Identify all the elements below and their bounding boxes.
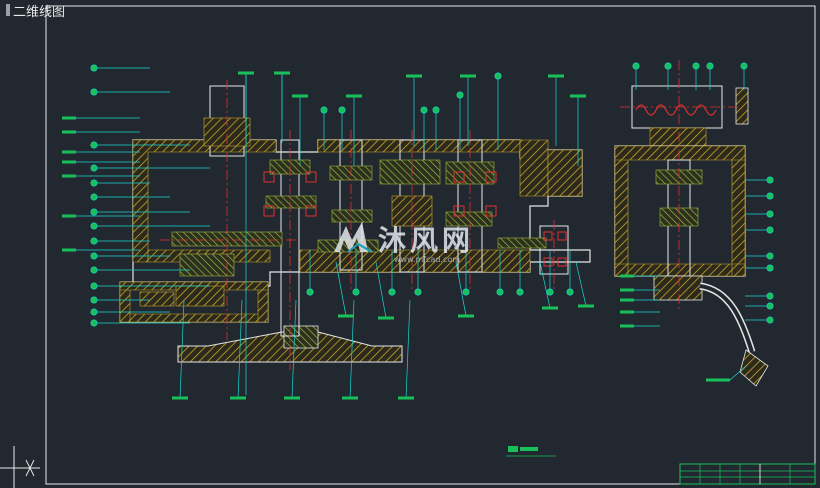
part-label-bar (378, 316, 394, 320)
part-balloon (90, 208, 98, 216)
part-balloon (90, 252, 98, 260)
part-balloon (456, 91, 464, 99)
part-balloons (62, 62, 774, 400)
leader-line (539, 261, 551, 309)
part-balloon (90, 141, 98, 149)
part-label-bar (460, 74, 476, 78)
part-label-bar (620, 288, 634, 292)
part-balloon (90, 296, 98, 304)
part-label-bar (346, 94, 362, 98)
part-balloon (664, 62, 672, 70)
part-balloon (766, 226, 774, 234)
part-balloon (766, 210, 774, 218)
part-balloon (90, 308, 98, 316)
part-balloon (414, 288, 422, 296)
part-label-bar (342, 396, 358, 400)
leader-line (729, 365, 747, 381)
leader-line (575, 261, 587, 307)
part-balloon (766, 302, 774, 310)
part-balloon (740, 62, 748, 70)
part-label-bar (62, 214, 76, 218)
part-label-bar (458, 314, 474, 318)
part-label-bar (542, 306, 558, 310)
part-balloon (496, 288, 504, 296)
part-label-bar (292, 94, 308, 98)
leader-line (179, 299, 185, 399)
part-balloon (90, 282, 98, 290)
part-balloon (462, 288, 470, 296)
part-label-bar (338, 314, 354, 318)
view-tab[interactable]: 二维线图 (0, 0, 71, 20)
part-label-bar (274, 71, 290, 75)
leader-line (455, 261, 467, 317)
part-balloon (90, 64, 98, 72)
part-label-bar (62, 160, 76, 164)
part-balloon (320, 106, 328, 114)
part-balloon (90, 222, 98, 230)
leader-line (375, 261, 387, 319)
leader-line (335, 261, 347, 317)
part-balloon (516, 288, 524, 296)
part-label-bar (62, 150, 76, 154)
part-label-bar (620, 298, 634, 302)
part-balloon (352, 288, 360, 296)
part-balloon (566, 288, 574, 296)
part-label-bar (62, 116, 76, 120)
part-label-bar (62, 248, 76, 252)
leader-line (291, 299, 297, 399)
ucs-axis-icon (0, 446, 40, 488)
part-balloon (420, 106, 428, 114)
part-balloon (90, 193, 98, 201)
part-label-bar (62, 174, 76, 178)
part-label-bar (620, 310, 634, 314)
part-balloon (766, 264, 774, 272)
part-balloon (90, 164, 98, 172)
part-balloon (766, 252, 774, 260)
part-balloon (90, 179, 98, 187)
part-label-bar (62, 130, 76, 134)
part-balloon (766, 192, 774, 200)
part-label-bar (284, 396, 300, 400)
part-balloon (306, 288, 314, 296)
watermark-url: www.mfcad.com (394, 255, 460, 264)
part-label-bar (238, 71, 254, 75)
leader-lines (76, 67, 767, 399)
part-label-bar (172, 396, 188, 400)
part-balloon (90, 237, 98, 245)
leader-line (405, 299, 411, 399)
part-balloon (494, 72, 502, 80)
sheet-frame (45, 5, 816, 485)
part-balloon (338, 106, 346, 114)
part-label-bar (398, 396, 414, 400)
part-label-bar (620, 324, 634, 328)
part-balloon (706, 62, 714, 70)
part-label-bar (620, 274, 634, 278)
watermark: 沐风网 www.mfcad.com (334, 222, 474, 264)
part-label-bar (706, 378, 730, 382)
gearbox-main-section (119, 80, 591, 370)
part-balloon (766, 176, 774, 184)
part-balloon (90, 319, 98, 327)
part-balloon (388, 288, 396, 296)
part-balloon (546, 288, 554, 296)
part-balloon (432, 106, 440, 114)
view-caption (506, 446, 556, 457)
part-label-bar (548, 74, 564, 78)
part-balloon (766, 292, 774, 300)
part-balloon (766, 316, 774, 324)
gearbox-side-section (614, 60, 769, 387)
mf-logo-icon (334, 222, 373, 253)
part-label-bar (570, 94, 586, 98)
leader-line (237, 299, 243, 399)
part-balloon (90, 266, 98, 274)
part-balloon (90, 88, 98, 96)
part-label-bar (230, 396, 246, 400)
part-label-bar (578, 304, 594, 308)
part-balloon (692, 62, 700, 70)
part-label-bar (406, 74, 422, 78)
part-balloon (632, 62, 640, 70)
watermark-brand: 沐风网 (378, 224, 474, 257)
